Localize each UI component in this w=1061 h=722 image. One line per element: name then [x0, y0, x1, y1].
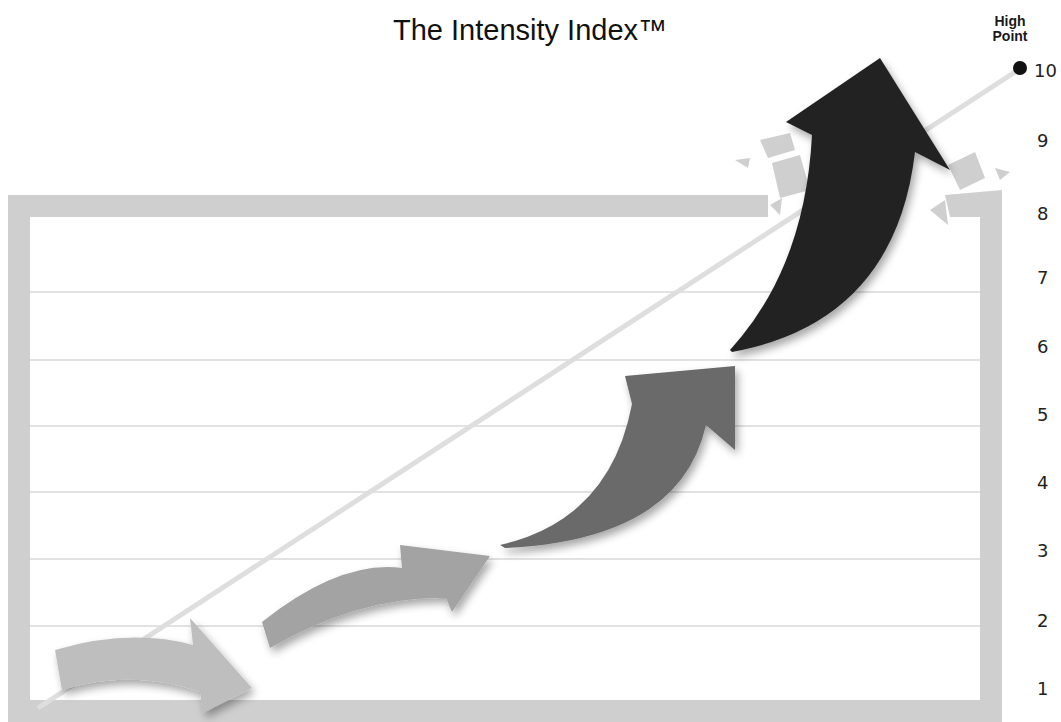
step-arrow	[55, 618, 252, 713]
scale-number: 6	[1037, 336, 1048, 357]
high-point-dot	[1013, 61, 1027, 75]
scale-number: 8	[1037, 203, 1048, 224]
step-arrow	[730, 58, 950, 352]
scale-number: 7	[1037, 267, 1048, 288]
scale-number: 5	[1037, 404, 1048, 425]
chart-title: The Intensity Index™	[393, 14, 667, 47]
high-point-label: High Point	[988, 14, 1032, 44]
step-arrow	[500, 366, 735, 548]
scale-number: 9	[1037, 130, 1048, 151]
scale-number: 2	[1037, 610, 1048, 631]
step-arrow	[262, 545, 490, 648]
grid-lines	[30, 292, 980, 626]
scale-number: 10	[1034, 60, 1057, 81]
scale-number: 4	[1037, 472, 1048, 493]
scale-number: 3	[1037, 540, 1048, 561]
scale-number: 1	[1037, 678, 1048, 699]
